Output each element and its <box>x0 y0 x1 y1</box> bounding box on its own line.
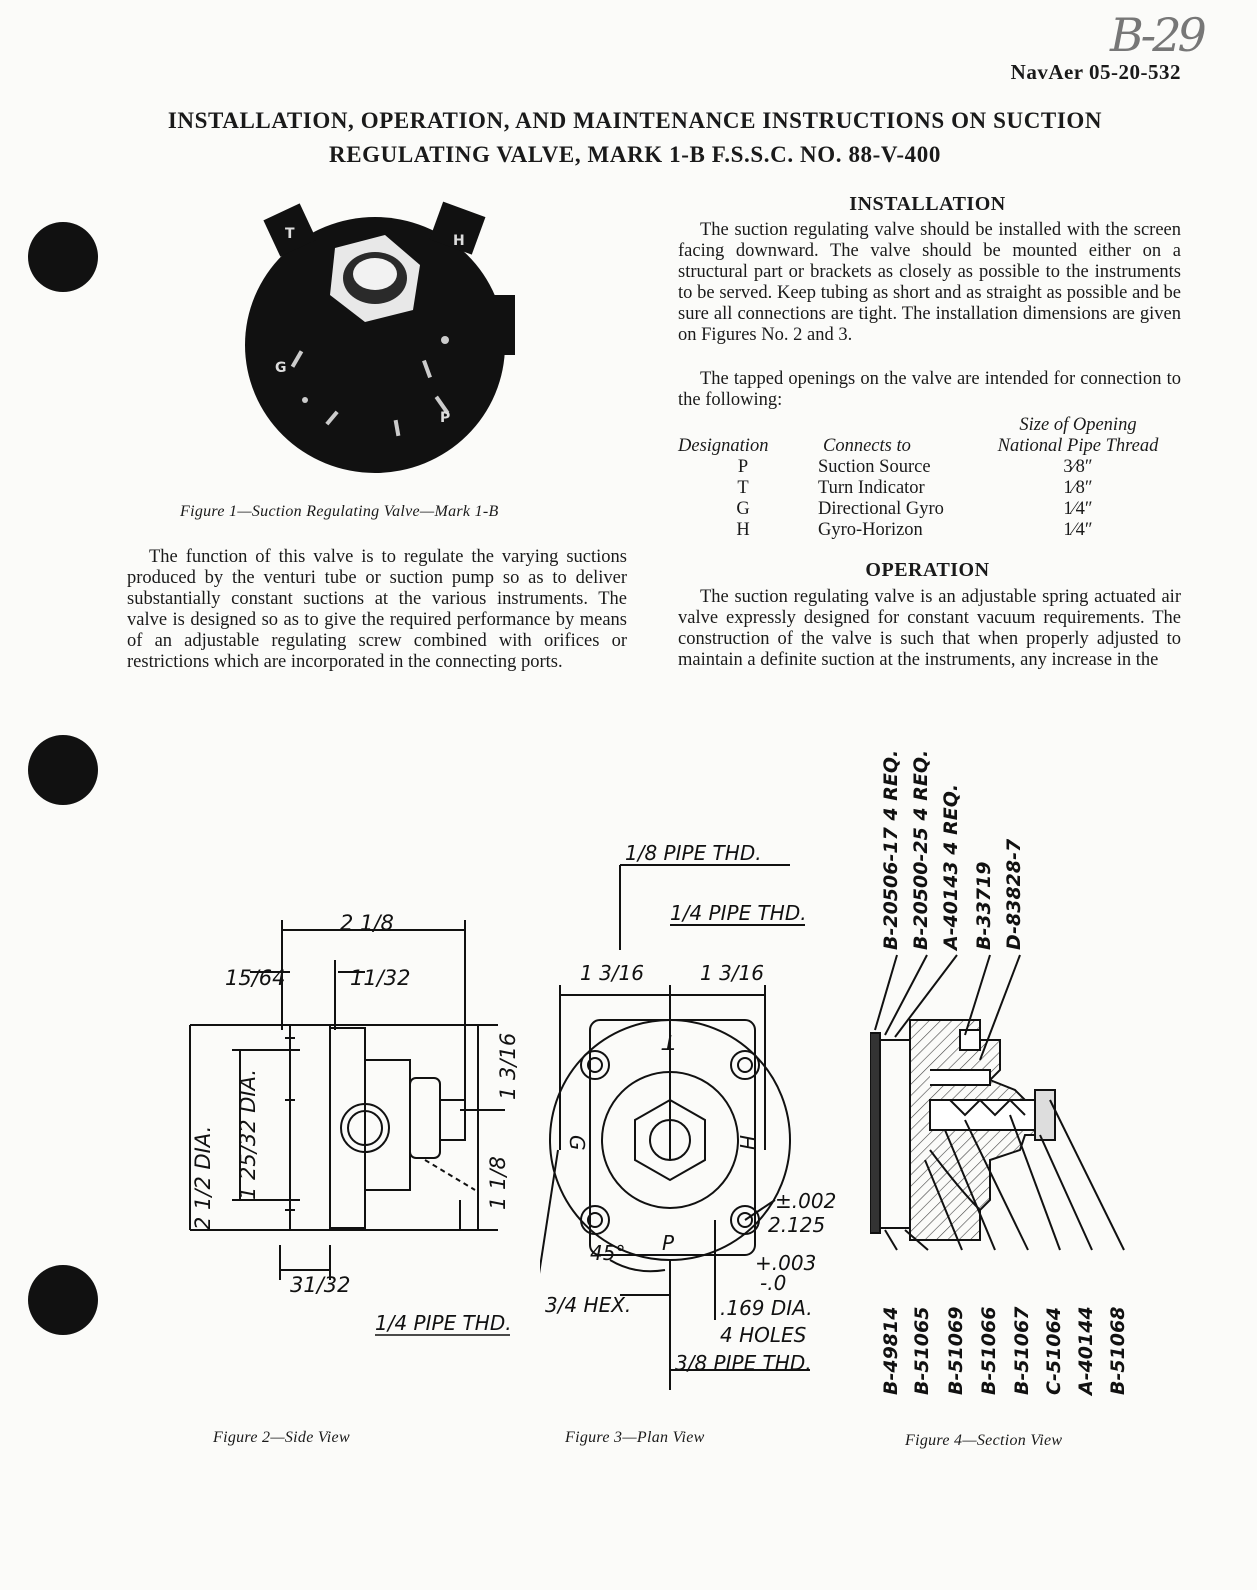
part-bottom-7: A-40144 <box>1075 1306 1097 1397</box>
holes-count: 4 HOLES <box>720 1323 807 1347</box>
photo-port-T: T <box>285 226 295 242</box>
binder-hole-bottom <box>28 1265 98 1335</box>
row-size: 1⁄4″ <box>1063 499 1093 519</box>
binder-hole-middle <box>28 735 98 805</box>
part-top-5: D-83828-7 <box>1003 838 1025 950</box>
table-row: H Gyro-Horizon 1⁄4″ <box>678 520 1178 541</box>
part-top-2: B-20500-25 4 REQ. <box>910 750 932 950</box>
port-label-P: P <box>662 1231 675 1255</box>
holes-dia: .169 DIA. <box>720 1296 813 1320</box>
part-bottom-4: B-51066 <box>978 1307 1000 1395</box>
dim-right-1-3-16: 1 3/16 <box>700 961 764 985</box>
valve-photo: T H G P <box>245 201 515 473</box>
row-size: 3⁄8″ <box>1063 457 1093 477</box>
dim-flange: 15/64 <box>225 966 286 990</box>
figure4-section-view: B-20506-17 4 REQ. B-20500-25 4 REQ. A-40… <box>870 750 1129 1397</box>
tol-003: +.003 <box>755 1251 816 1275</box>
dim-body: 11/32 <box>350 966 411 990</box>
pipe-3-8-label: 3/8 PIPE THD. <box>675 1351 812 1375</box>
part-bottom-8: B-51068 <box>1107 1307 1129 1395</box>
dim-right-lower: 1 1/8 <box>486 1156 510 1210</box>
document-number: NavAer 05-20-532 <box>1010 60 1181 84</box>
port-label-H: H <box>735 1135 759 1150</box>
dim-dia-outer: 2 1/2 DIA. <box>191 1126 215 1230</box>
tol-0: -.0 <box>760 1271 786 1295</box>
table-header-connects: Connects to <box>823 436 911 456</box>
dim-dia-inner: 1 25/32 DIA. <box>236 1069 260 1200</box>
part-top-1: B-20506-17 4 REQ. <box>880 750 902 950</box>
binder-hole-top <box>28 222 98 292</box>
part-top-4: B-33719 <box>973 862 995 950</box>
row-connects-to: Turn Indicator <box>818 478 925 498</box>
function-paragraph: The function of this valve is to regulat… <box>127 547 627 672</box>
part-bottom-5: B-51067 <box>1011 1306 1033 1395</box>
part-bottom-6: C-51064 <box>1043 1307 1065 1395</box>
figure1-caption: Figure 1—Suction Regulating Valve—Mark 1… <box>180 503 499 520</box>
part-bottom-3: B-51069 <box>945 1307 967 1395</box>
tol-002: ±.002 <box>775 1189 836 1213</box>
row-designation: H <box>736 520 750 540</box>
installation-heading: INSTALLATION <box>849 193 1006 215</box>
part-bottom-1: B-49814 <box>880 1307 902 1395</box>
dim-2125: 2.125 <box>768 1213 825 1237</box>
row-designation: P <box>737 457 749 477</box>
row-connects-to: Suction Source <box>818 457 931 477</box>
handwritten-mark: B-29 <box>1110 8 1207 62</box>
row-connects-to: Gyro-Horizon <box>818 520 923 540</box>
table-row: P Suction Source 3⁄8″ <box>678 457 1178 478</box>
table-row: T Turn Indicator 1⁄8″ <box>678 478 1178 499</box>
figure4-caption: Figure 4—Section View <box>905 1432 1063 1449</box>
installation-paragraph-1: The suction regulating valve should be i… <box>678 220 1181 345</box>
row-connects-to: Directional Gyro <box>818 499 944 519</box>
figure2-caption: Figure 2—Side View <box>213 1429 350 1446</box>
angle-45: 45° <box>590 1241 625 1265</box>
photo-port-P: P <box>440 410 450 426</box>
pipe-1-8-label: 1/8 PIPE THD. <box>625 841 762 865</box>
port-label-G: G <box>565 1135 589 1151</box>
dim-left-1-3-16: 1 3/16 <box>580 961 644 985</box>
table-header-npt: National Pipe Thread <box>997 436 1159 456</box>
table-row: G Directional Gyro 1⁄4″ <box>678 499 1178 520</box>
page-title-line2: REGULATING VALVE, MARK 1-B F.S.S.C. NO. … <box>329 142 941 167</box>
installation-paragraph-2: The tapped openings on the valve are int… <box>678 369 1181 410</box>
row-size: 1⁄4″ <box>1063 520 1093 540</box>
row-size: 1⁄8″ <box>1063 478 1093 498</box>
pipe-1-4-top-label: 1/4 PIPE THD. <box>670 901 807 925</box>
port-label-T: T <box>661 1030 675 1054</box>
hex-size: 3/4 HEX. <box>545 1293 631 1317</box>
pipe-1-4-label: 1/4 PIPE THD. <box>375 1311 512 1335</box>
dim-bottom: 31/32 <box>290 1273 351 1297</box>
row-designation: T <box>737 478 749 498</box>
table-header-size: Size of Opening <box>1019 415 1137 435</box>
figure2-pipe-label: 1/4 PIPE THD. <box>375 1311 512 1336</box>
dim-overall-width: 2 1/8 <box>340 911 394 935</box>
operation-paragraph: The suction regulating valve is an adjus… <box>678 587 1181 670</box>
table-header-designation: Designation <box>678 436 769 456</box>
photo-port-H: H <box>453 233 465 249</box>
part-bottom-2: B-51065 <box>911 1307 933 1395</box>
figure3-plan-view: 1/8 PIPE THD. 1/4 PIPE THD. 1 3/16 1 3/1… <box>540 841 836 1390</box>
port-connections-table: Size of Opening Designation Connects to … <box>678 415 1178 541</box>
figure3-caption: Figure 3—Plan View <box>565 1429 705 1446</box>
row-designation: G <box>736 499 750 519</box>
photo-port-G: G <box>275 360 287 376</box>
operation-heading: OPERATION <box>865 559 990 581</box>
page-title-line1: INSTALLATION, OPERATION, AND MAINTENANCE… <box>167 108 1103 133</box>
dim-right-upper: 1 3/16 <box>496 1033 520 1100</box>
part-top-3: A-40143 4 REQ. <box>940 784 962 952</box>
figure2-side-view: 2 1/8 15/64 11/32 2 1/2 DIA. 1 25/32 DIA… <box>189 911 520 1297</box>
